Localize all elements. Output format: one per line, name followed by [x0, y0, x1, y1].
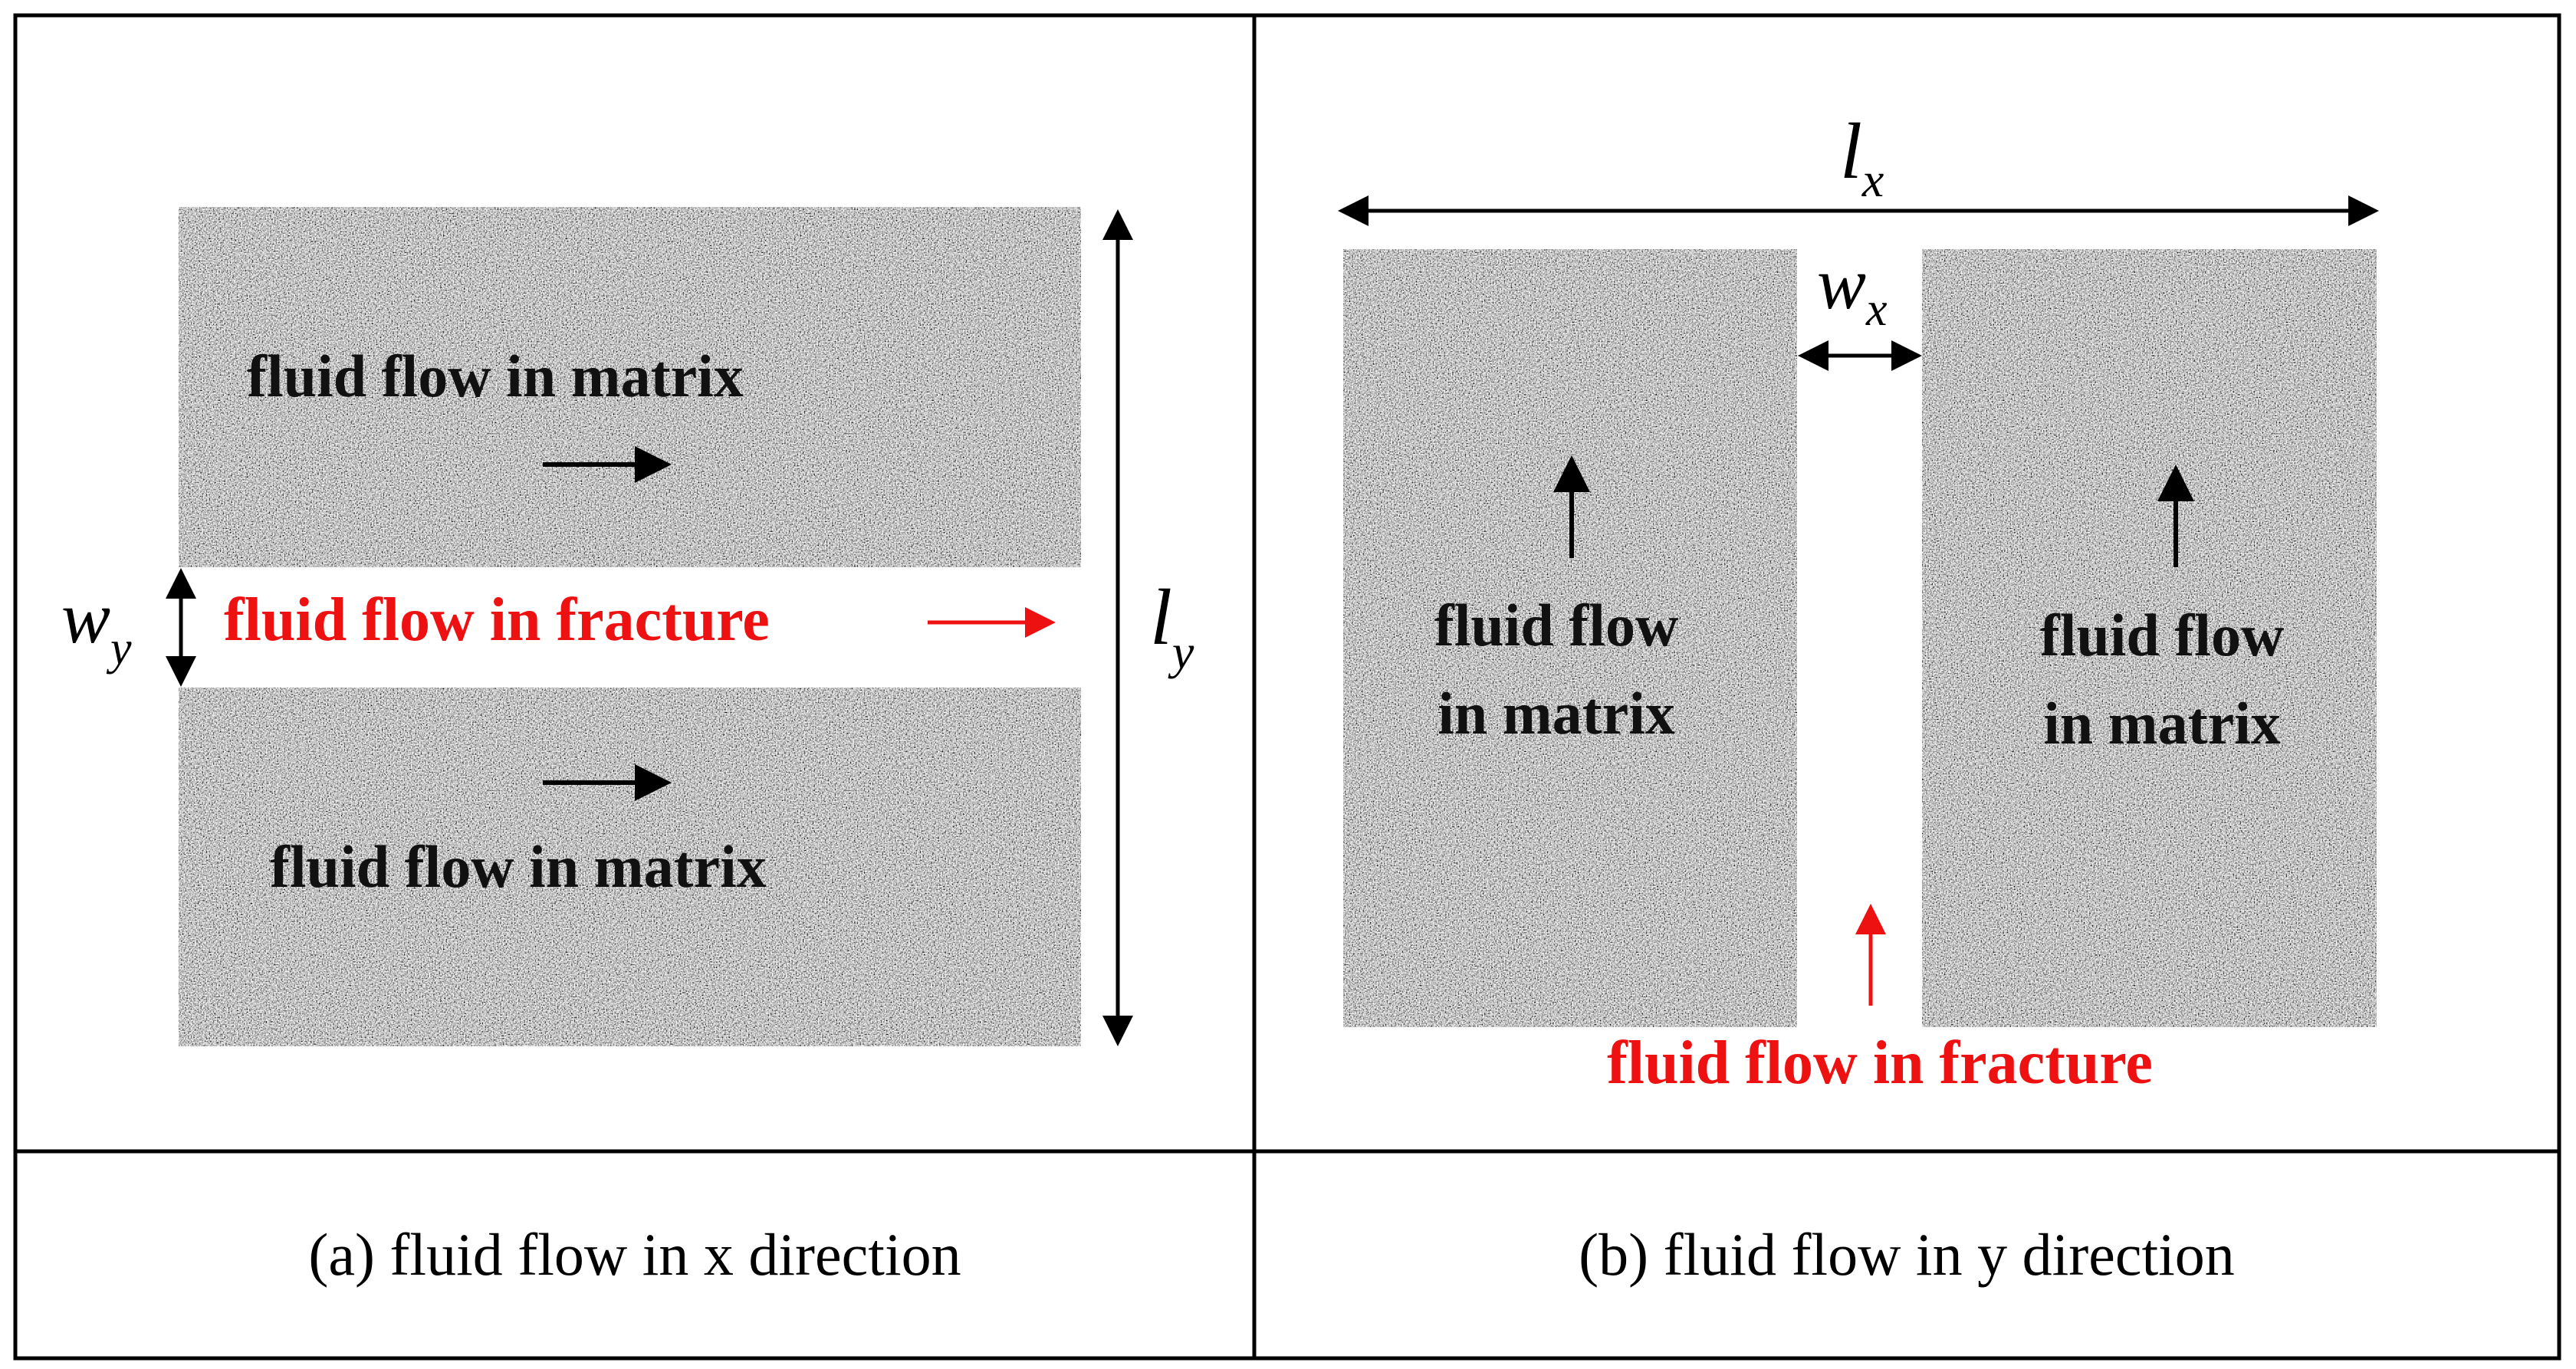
domain-length-label: lx: [1840, 107, 1884, 207]
matrix-label-left-line1: fluid flow: [1434, 592, 1679, 658]
matrix-block-right: [1922, 249, 2377, 1027]
fracture-width-label: wy: [61, 576, 132, 675]
domain-length-label: ly: [1150, 573, 1194, 679]
fracture-width-label: wx: [1817, 242, 1888, 336]
caption-a: (a) fluid flow in x direction: [308, 1221, 961, 1288]
matrix-label-right-line2: in matrix: [2043, 690, 2281, 757]
panel-a: fluid flow in matrix fluid flow in fract…: [61, 207, 1194, 1046]
matrix-label-top: fluid flow in matrix: [247, 343, 744, 409]
matrix-block-top: [179, 207, 1081, 567]
fracture-label: fluid flow in fracture: [1607, 1029, 2153, 1097]
caption-b: (b) fluid flow in y direction: [1579, 1221, 2235, 1288]
matrix-label-bottom: fluid flow in matrix: [270, 833, 767, 900]
matrix-block-bottom: [179, 688, 1081, 1046]
fracture-label: fluid flow in fracture: [224, 586, 770, 654]
matrix-block-left: [1343, 249, 1797, 1027]
table-grid: [13, 13, 2561, 1361]
matrix-label-right-line1: fluid flow: [2040, 602, 2285, 668]
panel-b: lx wx fluid flow in matrix fluid flow in…: [1338, 107, 2379, 1097]
matrix-label-left-line2: in matrix: [1438, 680, 1675, 747]
